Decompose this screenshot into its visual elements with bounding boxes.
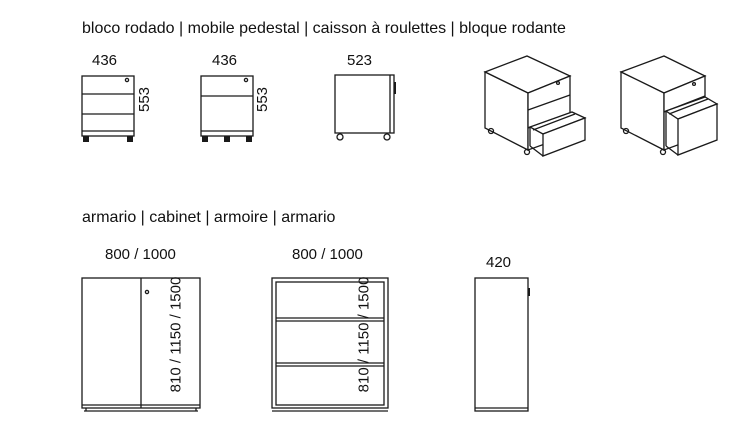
pedestal-3-drawer-isometric	[483, 55, 587, 157]
pedestal-2-drawer-front	[200, 75, 254, 142]
cabinet-side-depth-label: 420	[486, 254, 512, 271]
pedestal-heading: bloco rodado | mobile pedestal | caisson…	[82, 20, 566, 37]
cabinet-with-doors-front	[81, 277, 201, 412]
cabinet-door-width-label: 800 / 1000	[105, 246, 176, 263]
cabinet-open-width-label: 800 / 1000	[292, 246, 363, 263]
cabinet-side-view	[474, 277, 530, 412]
pedestal-2-drawer-isometric	[619, 55, 719, 156]
pedestal-2-drawer-width-label: 436	[212, 52, 238, 69]
pedestal-3-drawer-width-label: 436	[92, 52, 118, 69]
pedestal-3-drawer-front	[81, 75, 135, 142]
cabinet-heading: armario | cabinet | armoire | armario	[82, 209, 336, 226]
pedestal-side-view	[334, 74, 396, 141]
pedestal-side-depth-label: 523	[347, 52, 373, 69]
cabinet-open-front	[271, 277, 389, 412]
